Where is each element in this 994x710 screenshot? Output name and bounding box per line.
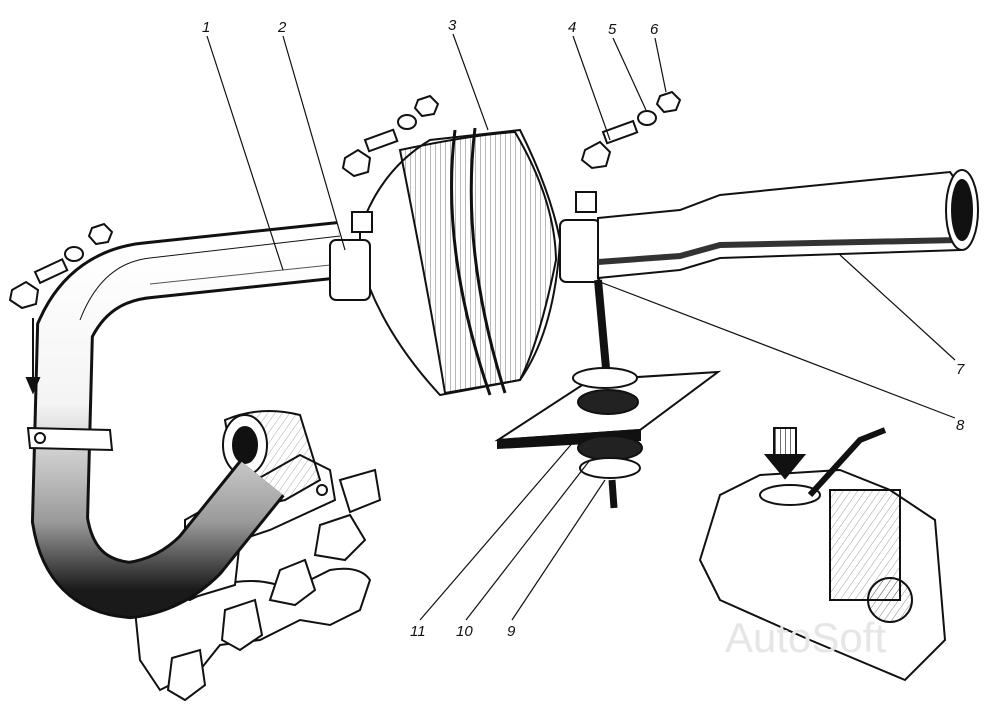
pipe-clamp [26,426,114,452]
assembly-arrow [25,318,41,395]
outlet-clamp [559,191,601,283]
callout-7: 7 [956,361,965,378]
muffler [359,127,562,397]
callout-1: 1 [202,19,210,36]
leader-lines [206,33,956,621]
callout-2: 2 [277,19,287,36]
bolt-set-upper [580,90,682,170]
vehicle-location-inset [698,427,947,682]
rubber-mount [494,279,722,509]
callout-11: 11 [410,623,426,640]
callout-10: 10 [456,623,473,640]
bolt-set-muffler [341,94,440,178]
bolt-set-front [8,222,114,310]
callout-6: 6 [650,21,659,38]
callout-8: 8 [956,417,965,434]
exhaust-manifold [133,468,382,702]
tail-pipe [597,169,979,280]
callout-4: 4 [568,19,576,36]
callout-9: 9 [507,623,516,640]
front-exhaust-pipe [30,221,344,620]
watermark: AutoSoft [725,614,886,661]
inlet-clamp [329,211,373,301]
callout-3: 3 [448,17,457,34]
callout-labels: 1 2 3 4 5 6 7 8 9 10 11 [202,17,965,640]
callout-5: 5 [608,21,617,38]
